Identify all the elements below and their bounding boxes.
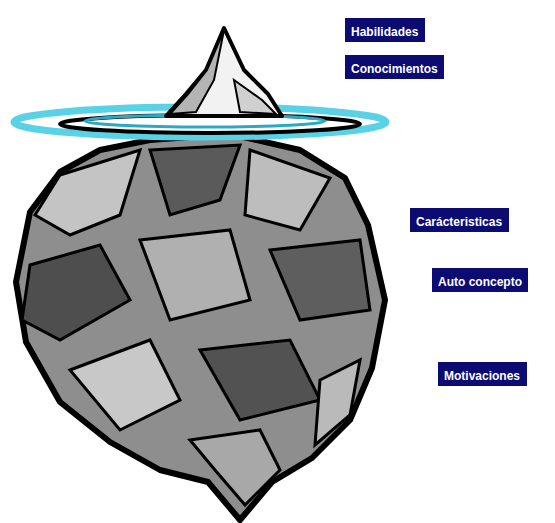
label-box: Auto concepto bbox=[432, 268, 528, 292]
label-box: Habilidades bbox=[345, 18, 425, 42]
label-box: Carácteristicas bbox=[410, 208, 509, 232]
label-box: Motivaciones bbox=[438, 362, 527, 386]
label-text: Conocimientos bbox=[351, 61, 438, 77]
iceberg-facet bbox=[315, 360, 360, 445]
label-box: Conocimientos bbox=[345, 55, 444, 79]
label-text: Auto concepto bbox=[438, 274, 522, 290]
label-text: Carácteristicas bbox=[416, 214, 502, 230]
iceberg-facet bbox=[150, 145, 240, 215]
iceberg-facet bbox=[200, 340, 320, 420]
iceberg-tip bbox=[166, 28, 282, 116]
iceberg-facet bbox=[35, 150, 140, 235]
iceberg-facet bbox=[190, 430, 280, 505]
label-text: Motivaciones bbox=[444, 368, 520, 384]
iceberg-underwater bbox=[16, 134, 385, 520]
iceberg-facet bbox=[70, 340, 180, 430]
iceberg-facet bbox=[245, 150, 330, 230]
iceberg-facet bbox=[140, 230, 250, 320]
iceberg-tip-shade bbox=[234, 80, 276, 114]
iceberg-facet bbox=[270, 240, 370, 320]
iceberg-tip-shade bbox=[170, 30, 224, 114]
label-text: Habilidades bbox=[351, 24, 418, 40]
iceberg-facet bbox=[22, 245, 130, 340]
